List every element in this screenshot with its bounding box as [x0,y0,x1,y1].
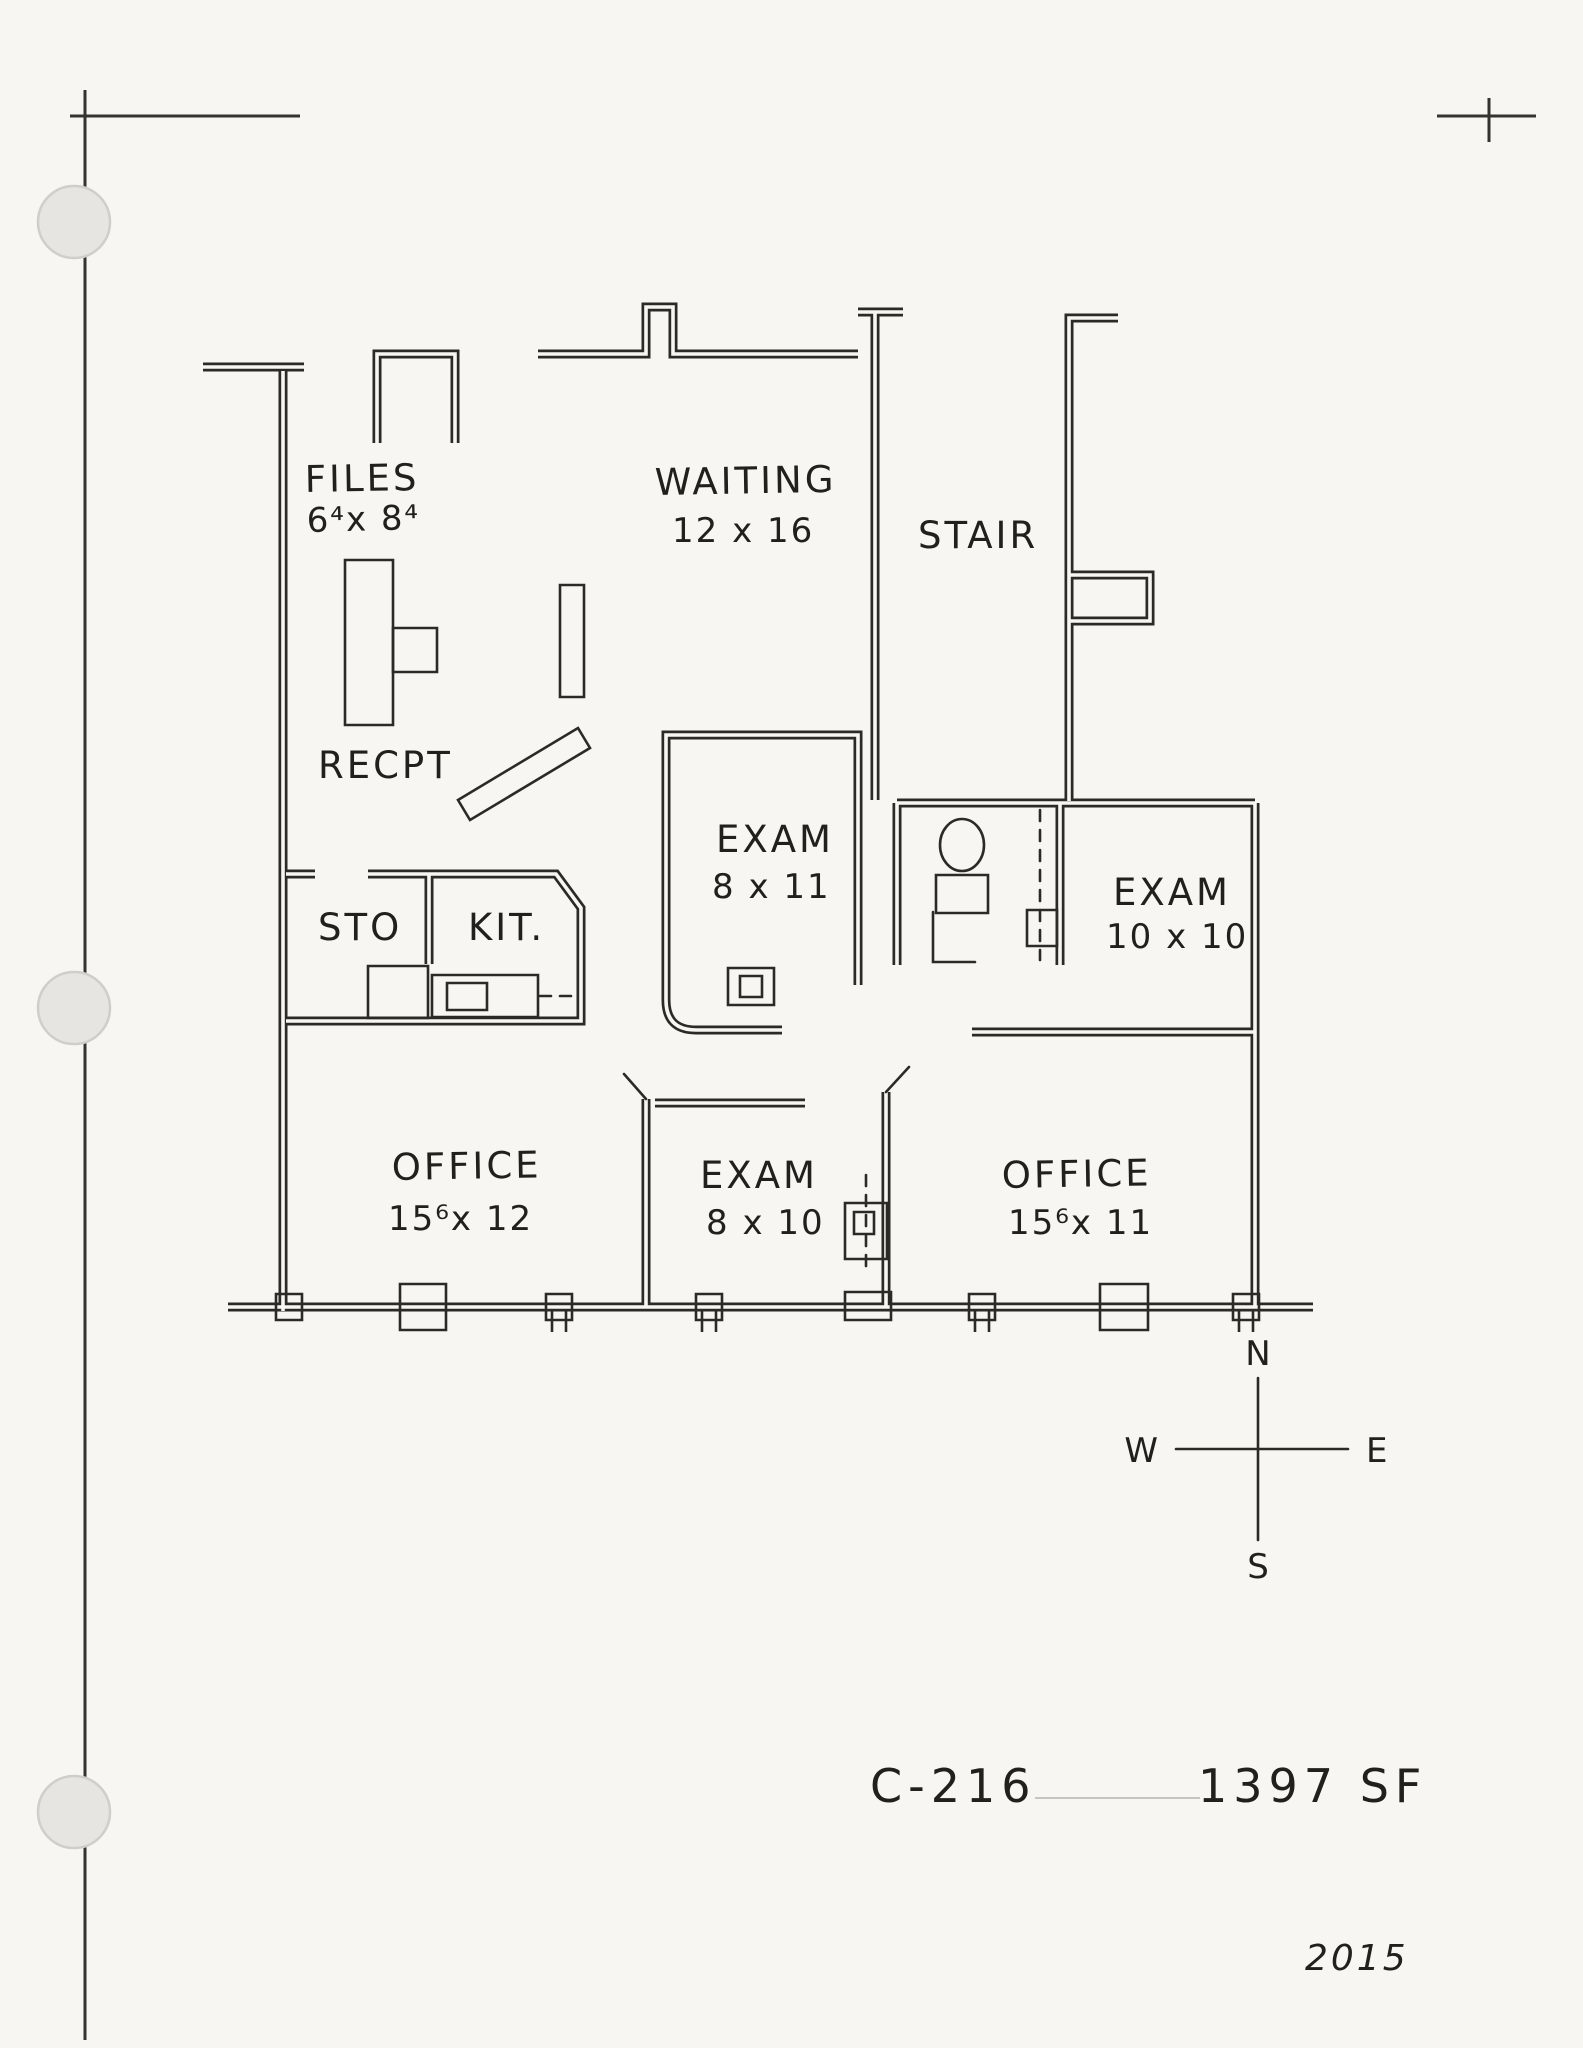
reception-angled-counter [456,726,592,822]
door-leaf-exam-left [622,1072,648,1101]
room-label-kit: KIT. [468,906,545,949]
room-dims-office-b: 15⁶x 11 [1008,1203,1153,1243]
window-symbol [544,1292,574,1322]
kitchen-counter [430,973,540,1019]
window-symbol [843,1290,893,1322]
room-label-office-a: OFFICE [391,1143,542,1189]
room-label-sto: STO [318,906,402,949]
room-label-files: FILES [304,456,419,501]
window-symbol [694,1292,724,1322]
area-label: 1397 SF [1198,1759,1427,1813]
fixtures-and-symbols [274,558,1261,1332]
compass-west-label: W [1124,1431,1158,1471]
reception-counter-vertical [343,558,395,727]
compass-south-label: S [1247,1547,1269,1587]
window-symbol [274,1292,304,1322]
reception-counter-return [391,626,439,674]
bath-counter-edge [931,910,977,964]
bath-fixture [1025,908,1059,948]
room-label-office-b: OFFICE [1001,1151,1152,1197]
compass-east-label: E [1366,1431,1387,1471]
exam-c-sink [843,1201,889,1261]
column-symbol [1098,1282,1150,1332]
room-labels: FILES 6⁴x 8⁴ WAITING 12 x 16 STAIR RECPT… [304,456,1248,1243]
room-dims-office-a: 15⁶x 12 [388,1199,533,1239]
column-symbol [398,1282,448,1332]
title-block: C-216 1397 SF 2015 [870,1759,1427,1979]
room-label-exam-a: EXAM [716,818,834,861]
window-symbol [967,1292,997,1322]
toilet-tank-icon [934,873,990,915]
year-label: 2015 [1305,1938,1409,1979]
compass-cross-lines [1174,1376,1350,1542]
exam-a-sink-basin [738,974,764,999]
room-dims-waiting: 12 x 16 [672,511,814,551]
reception-panel [558,583,586,699]
door-leaf-exam-right [884,1065,911,1094]
room-dims-exam-c: 8 x 10 [706,1203,825,1243]
room-dims-files: 6⁴x 8⁴ [306,498,420,541]
room-label-recpt: RECPT [318,744,453,787]
unit-number-label: C-216 [870,1759,1037,1813]
punch-hole-bottom [36,1774,112,1850]
storage-counter [366,964,430,1020]
room-label-waiting: WAITING [654,458,836,504]
room-label-exam-b: EXAM [1113,871,1231,914]
toilet-bowl-icon [938,817,986,873]
room-dims-exam-a: 8 x 11 [712,867,831,907]
exam-a-sink [726,966,776,1007]
top-right-tick [1437,98,1536,142]
punch-holes [36,184,112,1850]
punch-hole-middle [36,970,112,1046]
room-label-exam-c: EXAM [700,1154,818,1197]
punch-hole-top [36,184,112,260]
compass-north-label: N [1245,1334,1270,1374]
kitchen-sink [445,981,489,1012]
compass-rose-icon: N W E S [1124,1334,1387,1587]
exam-c-sink-basin [852,1210,876,1236]
room-label-stair: STAIR [918,514,1038,557]
wall-tick-marks [550,1311,1255,1332]
room-dims-exam-b: 10 x 10 [1106,917,1248,957]
binder-edge-line [70,90,1536,2040]
window-symbol [1231,1292,1261,1322]
